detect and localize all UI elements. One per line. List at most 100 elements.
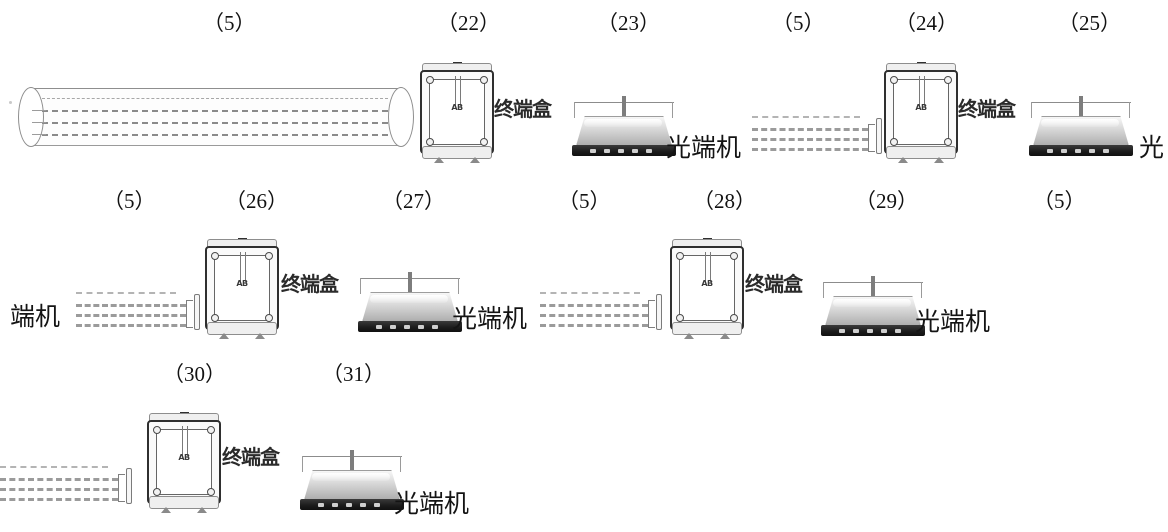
optical-terminal-case-highlight: [833, 299, 911, 307]
fiber-strand-1: [0, 466, 108, 468]
terminal-box-screw-tl: [211, 252, 219, 260]
optical-terminal-led-5: [1103, 149, 1109, 153]
terminal-box-inner-panel: [893, 79, 949, 145]
fiber-connector-hook: [186, 300, 193, 328]
optical-terminal-label-23: 光端机: [666, 135, 742, 162]
terminal-box-inner-panel: [429, 79, 485, 145]
ref-number-23: （23）: [597, 11, 660, 35]
optical-terminal-led-4: [881, 329, 887, 333]
terminal-box-screw-tr: [480, 76, 488, 84]
optical-terminal-side-left: [360, 278, 361, 294]
terminal-box-foot-right: [720, 333, 730, 339]
fiber-strand-1: [76, 292, 176, 294]
terminal-box-foot-left: [219, 333, 229, 339]
terminal-box-bottom-flange: [672, 322, 742, 335]
optical-terminal-side-right: [400, 456, 401, 472]
fiber-cable-r3: [0, 462, 140, 506]
optical-terminal-label-31: 光端机: [394, 491, 470, 518]
ref-number-5-r2c1: （5）: [103, 189, 156, 213]
fiber-strand-3: [0, 488, 118, 491]
fiber-strand-3: [76, 314, 186, 317]
fiber-strand-1: [540, 292, 640, 294]
optical-terminal-led-2: [604, 149, 610, 153]
ref-number-28: （28）: [693, 189, 756, 213]
terminal-box-lead-left: [182, 426, 183, 456]
terminal-box-bottom-flange: [886, 146, 956, 159]
fiber-strand-2: [76, 304, 186, 307]
conduit-end-cap-left: [18, 87, 44, 147]
optical-terminal-side-right: [458, 278, 459, 294]
terminal-box-foot-right: [255, 333, 265, 339]
optical-terminal-mast: [871, 276, 875, 298]
ref-number-26: （26）: [225, 189, 288, 213]
terminal-box-inner-panel: [156, 429, 212, 495]
terminal-box-28: AB: [670, 238, 744, 339]
optical-terminal-29: [821, 276, 925, 338]
ref-number-5-r1c4: （5）: [772, 11, 825, 35]
fiber-connector-hook: [118, 474, 125, 502]
conduit-body: [30, 88, 402, 146]
terminal-box-screw-tl: [890, 76, 898, 84]
optical-terminal-led-1: [376, 325, 382, 329]
optical-terminal-led-4: [360, 503, 366, 507]
terminal-box-code-label: AB: [178, 453, 190, 462]
fiber-connector-hook: [648, 300, 655, 328]
fiber-strand-2: [0, 478, 118, 481]
fiber-connector-body: [876, 118, 882, 154]
terminal-box-lead-left: [240, 252, 241, 282]
optical-terminal-base: [300, 499, 404, 510]
conduit-left-marker: [9, 101, 12, 104]
optical-terminal-case-highlight: [1041, 119, 1119, 127]
fiber-cable-r1: [752, 112, 888, 156]
optical-terminal-led-1: [1047, 149, 1053, 153]
terminal-box-inner-panel: [214, 255, 270, 321]
terminal-box-foot-left: [898, 157, 908, 163]
terminal-box-foot-left: [161, 507, 171, 513]
optical-terminal-side-right: [672, 102, 673, 118]
conduit-tick-3: [32, 134, 46, 135]
ref-number-25: （25）: [1058, 11, 1121, 35]
terminal-box-foot-left: [684, 333, 694, 339]
terminal-box-screw-tl: [676, 252, 684, 260]
ref-number-31: （31）: [322, 362, 385, 386]
ref-number-5-r1c1: （5）: [203, 11, 256, 35]
optical-terminal-led-5: [895, 329, 901, 333]
conduit-dash-row-4: [42, 134, 388, 136]
terminal-box-30: AB: [147, 412, 221, 513]
optical-terminal-side-right: [1129, 102, 1130, 118]
terminal-box-lead-left: [455, 76, 456, 106]
fiber-strand-2: [540, 304, 648, 307]
terminal-box-code-label: AB: [915, 103, 927, 112]
terminal-box-26: AB: [205, 238, 279, 339]
terminal-box-lead-right: [245, 252, 246, 282]
terminal-box-code-label: AB: [451, 103, 463, 112]
ref-number-27: （27）: [382, 189, 445, 213]
terminal-box-screw-tl: [426, 76, 434, 84]
terminal-box-22: AB: [420, 62, 494, 163]
ref-number-30: （30）: [163, 362, 226, 386]
fiber-connector-hook: [868, 124, 875, 152]
optical-terminal-led-2: [853, 329, 859, 333]
terminal-box-lead-right: [187, 426, 188, 456]
terminal-box-screw-br: [207, 488, 215, 496]
fiber-strand-2: [752, 128, 868, 131]
conduit-tick-2: [32, 122, 46, 123]
optical-terminal-case-highlight: [312, 473, 390, 481]
optical-terminal-label-continued: 端机: [10, 304, 61, 331]
terminal-box-bottom-flange: [422, 146, 492, 159]
optical-terminal-led-3: [346, 503, 352, 507]
optical-terminal-mast: [622, 96, 626, 118]
optical-terminal-27: [358, 272, 462, 334]
optical-terminal-label-29: 光端机: [915, 309, 991, 336]
terminal-box-screw-tr: [944, 76, 952, 84]
optical-terminal-led-4: [418, 325, 424, 329]
terminal-box-screw-bl: [211, 314, 219, 322]
optical-terminal-led-5: [432, 325, 438, 329]
optical-terminal-31: [300, 450, 404, 512]
optical-terminal-base: [821, 325, 925, 336]
terminal-box-lead-right: [924, 76, 925, 106]
optical-terminal-base: [572, 145, 676, 156]
optical-terminal-led-1: [318, 503, 324, 507]
fiber-strand-4: [540, 324, 648, 327]
optical-terminal-led-3: [404, 325, 410, 329]
